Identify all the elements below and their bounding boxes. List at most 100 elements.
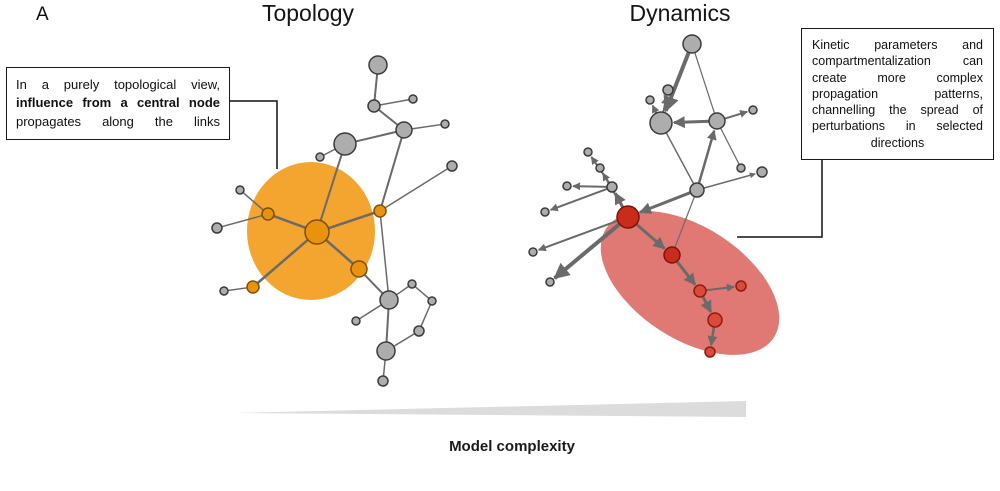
network-edge: [319, 153, 343, 222]
dynamics-callout-box: Kinetic parameters and compartmentalizat…: [801, 28, 994, 160]
network-edge: [723, 110, 749, 120]
network-edge: [673, 195, 696, 249]
right-highlight-region: [600, 211, 780, 355]
network-edge: [241, 191, 265, 212]
network-edge: [382, 358, 386, 378]
network-edge: [672, 116, 711, 129]
network-edge: [549, 187, 609, 212]
network-edge: [373, 72, 379, 102]
network-edge: [553, 221, 622, 280]
network-edge: [719, 126, 741, 166]
network-edge: [413, 285, 431, 300]
network-node-R22: [545, 277, 555, 287]
network-node-R15: [663, 246, 681, 264]
network-node-L18: [351, 316, 361, 326]
network-node-L5: [395, 121, 413, 139]
network-node-R16: [693, 284, 707, 298]
network-edge: [634, 222, 666, 250]
network-edge: [702, 172, 756, 190]
network-node-L8: [446, 160, 458, 172]
network-node-L19: [407, 279, 417, 289]
network-edge: [255, 238, 310, 285]
network-edge: [661, 96, 669, 114]
network-node-L2: [367, 99, 381, 113]
network-edge: [322, 147, 337, 157]
network-node-R14: [595, 163, 605, 173]
network-node-R1: [682, 34, 702, 54]
network-node-R17: [735, 280, 747, 292]
network-node-L23: [377, 375, 389, 387]
network-node-L9: [373, 204, 387, 218]
network-node-R18: [707, 312, 723, 328]
network-edge: [385, 307, 390, 344]
network-edge: [572, 182, 609, 191]
network-node-L22: [376, 341, 396, 361]
network-node-L14: [246, 280, 260, 294]
network-edge: [675, 259, 697, 286]
network-node-L4: [333, 132, 357, 156]
network-node-L17: [379, 290, 399, 310]
network-edge: [383, 167, 450, 209]
network-node-R12: [540, 207, 550, 217]
callout-text-line: In a purely topological view,: [16, 77, 220, 92]
callout-text-line: propagates along the links: [16, 113, 220, 129]
network-node-R20: [583, 147, 593, 157]
network-edge: [537, 219, 619, 252]
model-complexity-label: Model complexity: [449, 438, 575, 455]
network-node-R21: [606, 181, 618, 193]
network-node-L7: [315, 152, 325, 162]
network-edge: [392, 332, 416, 348]
network-node-R10: [616, 205, 640, 229]
network-node-R7: [736, 163, 746, 173]
network-node-R4: [649, 111, 673, 135]
topology-title: Topology: [261, 0, 355, 26]
network-edge: [410, 123, 443, 130]
network-edge: [707, 325, 718, 347]
network-node-L21: [413, 325, 425, 337]
network-node-L15: [219, 286, 229, 296]
network-node-L12: [235, 185, 245, 195]
network-edge: [226, 286, 249, 292]
network-node-L13: [211, 222, 223, 234]
panel-label: A: [36, 4, 49, 25]
network-edge: [354, 130, 398, 143]
network-edge: [272, 214, 308, 230]
network-edge: [363, 273, 385, 295]
network-node-L1: [368, 55, 388, 75]
complexity-wedge: [233, 401, 746, 417]
network-node-L11: [261, 207, 275, 221]
callout-connector-line: [737, 150, 823, 238]
network-node-R11: [562, 181, 572, 191]
network-node-L20: [427, 296, 437, 306]
network-node-L16: [350, 260, 368, 278]
network-edge: [380, 136, 403, 207]
network-edge: [665, 131, 695, 186]
network-edge: [419, 303, 432, 328]
network-edge: [377, 108, 400, 127]
network-edge: [638, 190, 692, 214]
network-edge: [324, 238, 355, 266]
right-network: [528, 34, 780, 358]
network-node-R13: [528, 247, 538, 257]
network-edge: [395, 285, 410, 297]
network-edge: [663, 50, 691, 113]
network-node-R5: [708, 112, 726, 130]
network-edge: [700, 294, 713, 314]
network-node-L6: [440, 119, 450, 129]
topology-callout-box: In a purely topological view, influence …: [6, 67, 230, 141]
network-edge: [704, 283, 735, 292]
network-node-R9: [689, 182, 705, 198]
network-node-R19: [704, 346, 716, 358]
network-node-L10: [304, 219, 330, 245]
network-node-R6: [748, 105, 758, 115]
network-node-L3: [408, 94, 418, 104]
network-node-R3: [645, 95, 655, 105]
network-edge: [697, 129, 717, 185]
left-network: [211, 55, 458, 387]
network-edge: [693, 51, 716, 115]
network-node-R8: [756, 166, 768, 178]
network-edge: [220, 214, 264, 228]
network-node-R2: [662, 84, 674, 96]
